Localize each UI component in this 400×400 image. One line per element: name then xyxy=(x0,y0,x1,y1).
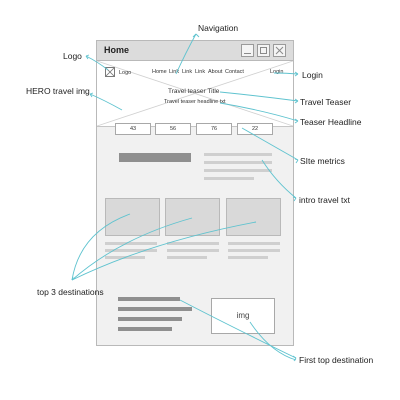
intro-heading-bar xyxy=(119,153,191,162)
intro-text-line xyxy=(204,177,254,180)
annotation-intro-txt: intro travel txt xyxy=(299,195,351,205)
destination-text-line xyxy=(228,249,280,252)
nav-item-link-1[interactable]: Link xyxy=(169,69,180,75)
annotation-navigation: Navigation xyxy=(198,23,239,33)
annotation-login: Login xyxy=(302,70,323,80)
teaser-headline: Travel teaser headline txt xyxy=(164,99,226,105)
close-icon[interactable] xyxy=(273,44,286,57)
metric-box: 76 xyxy=(196,123,232,135)
annotation-logo: Logo xyxy=(63,51,82,61)
annotation-teaser-headline: Teaser Headline xyxy=(300,117,362,127)
nav-item-link-2[interactable]: Link xyxy=(182,69,193,75)
login-link[interactable]: Login xyxy=(270,69,284,75)
hero-section: Logo Home Link Link Link About Contact L… xyxy=(97,61,293,127)
intro-text-line xyxy=(204,169,272,172)
minimize-icon[interactable] xyxy=(241,44,254,57)
destination-text-line xyxy=(105,249,157,252)
metric-box: 22 xyxy=(237,123,273,135)
annotation-site-metrics: SIte metrics xyxy=(300,156,345,166)
nav-item-home[interactable]: Home xyxy=(152,69,167,75)
nav-item-contact[interactable]: Contact xyxy=(225,69,244,75)
destination-text-line xyxy=(167,256,207,259)
destination-text-line xyxy=(228,256,268,259)
annotation-hero-img: HERO travel img xyxy=(26,86,90,96)
annotation-top3: top 3 destinations xyxy=(37,287,104,297)
destination-image[interactable] xyxy=(226,198,281,236)
first-destination-text-line xyxy=(118,317,182,321)
window-titlebar: Home xyxy=(97,41,293,61)
destination-text-line xyxy=(167,242,219,245)
destination-text-line xyxy=(105,256,145,259)
destination-text-line xyxy=(228,242,280,245)
annotation-travel-teaser: Travel Teaser xyxy=(300,97,352,107)
nav-item-link-3[interactable]: Link xyxy=(195,69,206,75)
first-destination-text-line xyxy=(118,297,180,301)
intro-text-line xyxy=(204,153,272,156)
metric-box: 56 xyxy=(155,123,191,135)
logo-icon[interactable] xyxy=(105,67,115,77)
intro-text-line xyxy=(204,161,272,164)
teaser-title: Travel teaser Title xyxy=(168,88,220,95)
first-destination-image[interactable]: img xyxy=(211,298,275,334)
nav-item-about[interactable]: About xyxy=(208,69,223,75)
logo-label: Logo xyxy=(119,70,132,76)
metric-box: 43 xyxy=(115,123,151,135)
wireframe-window: Home Logo Home xyxy=(96,40,294,346)
destination-image[interactable] xyxy=(105,198,160,236)
first-destination-text-line xyxy=(118,327,172,331)
maximize-icon[interactable] xyxy=(257,44,270,57)
destination-text-line xyxy=(167,249,219,252)
window-title: Home xyxy=(104,45,130,55)
destination-image[interactable] xyxy=(165,198,220,236)
destination-text-line xyxy=(105,242,157,245)
first-destination-text-line xyxy=(118,307,192,311)
annotation-first-top: First top destination xyxy=(299,355,374,365)
